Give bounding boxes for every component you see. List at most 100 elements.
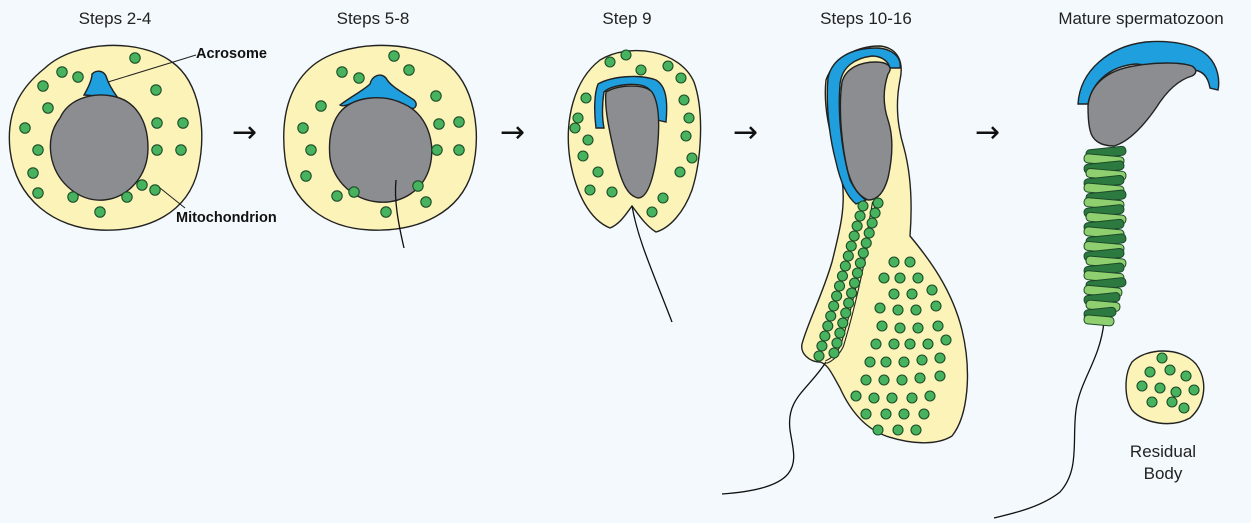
mitochondrion	[316, 101, 326, 111]
mitochondrion	[1181, 371, 1191, 381]
mitochondrion	[858, 201, 868, 211]
stage-title-3: Step 9	[602, 9, 651, 28]
mitochondrion	[835, 328, 845, 338]
mitochondrion	[814, 351, 824, 361]
mitochondrion	[431, 91, 441, 101]
mitochondrion	[1165, 365, 1175, 375]
mitochondrion	[851, 391, 861, 401]
mitochondrion	[621, 50, 631, 60]
mitochondrion	[843, 251, 853, 261]
mitochondrion	[923, 339, 933, 349]
mitochondrion	[858, 248, 868, 258]
mitochondrion	[381, 207, 391, 217]
mitochondrion	[607, 187, 617, 197]
mitochondrion	[879, 375, 889, 385]
mitochondrion	[1167, 397, 1177, 407]
mitochondrion	[855, 258, 865, 268]
stage-5-mitochondrial-sheath	[1084, 146, 1127, 326]
mitochondrion	[1189, 385, 1199, 395]
mitochondrion	[925, 391, 935, 401]
mitochondrion	[1147, 397, 1157, 407]
mitochondrion	[593, 167, 603, 177]
mitochondrion	[349, 187, 359, 197]
mitochondrion	[899, 357, 909, 367]
mitochondrion	[413, 181, 423, 191]
residual-body	[1126, 351, 1204, 424]
mitochondrion	[679, 95, 689, 105]
mitochondrion	[1155, 383, 1165, 393]
mitochondrion	[20, 123, 30, 133]
mitochondrion	[935, 353, 945, 363]
mitochondrion	[454, 145, 464, 155]
mitochondrion	[905, 339, 915, 349]
mitochondrion	[893, 305, 903, 315]
mitochondrion	[585, 185, 595, 195]
mitochondrion	[879, 273, 889, 283]
mitochondrion	[889, 289, 899, 299]
mitochondrion	[829, 301, 839, 311]
mitochondrion	[38, 81, 48, 91]
mitochondrion	[681, 131, 691, 141]
mitochondrion	[915, 373, 925, 383]
stage-4-flagellum	[722, 362, 826, 494]
mitochondrion	[841, 308, 851, 318]
mitochondrion	[404, 65, 414, 75]
mitochondrion	[852, 221, 862, 231]
mitochondrion	[838, 318, 848, 328]
mitochondrion	[178, 118, 188, 128]
mitochondrion	[933, 321, 943, 331]
mitochondrion	[840, 261, 850, 271]
mitochondrion	[861, 375, 871, 385]
mitochondrion	[850, 278, 860, 288]
mitochondrion	[869, 393, 879, 403]
mitochondrion	[837, 271, 847, 281]
stage-title-5: Mature spermatozoon	[1058, 9, 1223, 28]
mitochondrion	[301, 171, 311, 181]
mitochondrion	[432, 145, 442, 155]
mitochondrion	[887, 393, 897, 403]
mitochondrion	[354, 73, 364, 83]
mitochondrion	[864, 228, 874, 238]
stage-arrow-4: →	[975, 115, 1000, 150]
stage-4-cell	[722, 46, 967, 494]
mitochondrion	[1157, 353, 1167, 363]
mitochondrion	[150, 185, 160, 195]
mitochondrion	[881, 409, 891, 419]
mitochondrion	[33, 188, 43, 198]
mitochondrion	[130, 53, 140, 63]
residual-body-label-line2: Body	[1144, 464, 1183, 483]
mitochondrion	[1171, 387, 1181, 397]
stage-2-cell	[284, 45, 477, 248]
stage-title-4: Steps 10-16	[820, 9, 912, 28]
acrosome-label: Acrosome	[196, 46, 267, 62]
mitochondrion	[176, 145, 186, 155]
mitochondrion	[861, 238, 871, 248]
mitochondrion	[895, 323, 905, 333]
mitochondrion	[152, 145, 162, 155]
mitochondrion	[927, 285, 937, 295]
mitochondrion	[877, 321, 887, 331]
mitochondrion	[421, 197, 431, 207]
mitochondrion	[873, 425, 883, 435]
mitochondrion	[852, 268, 862, 278]
mitochondrion	[847, 288, 857, 298]
mitochondrion	[829, 348, 839, 358]
stage-1-nucleus	[50, 95, 148, 200]
mitochondrion	[434, 119, 444, 129]
mitochondrion	[897, 375, 907, 385]
mitochondrion	[570, 123, 580, 133]
stage-arrow-1: →	[232, 115, 257, 150]
mitochondrion	[684, 113, 694, 123]
mitochondrion	[675, 167, 685, 177]
mitochondrion	[454, 117, 464, 127]
mitochondrion	[658, 193, 668, 203]
mitochondrion	[875, 303, 885, 313]
mitochondrion	[578, 151, 588, 161]
stage-3-cell	[568, 50, 700, 322]
mitochondrion	[870, 208, 880, 218]
mitochondrion	[889, 339, 899, 349]
mitochondrion	[573, 113, 583, 123]
mitochondrion	[823, 321, 833, 331]
mitochondrion	[152, 118, 162, 128]
mitochondrion-label: Mitochondrion	[176, 210, 277, 226]
